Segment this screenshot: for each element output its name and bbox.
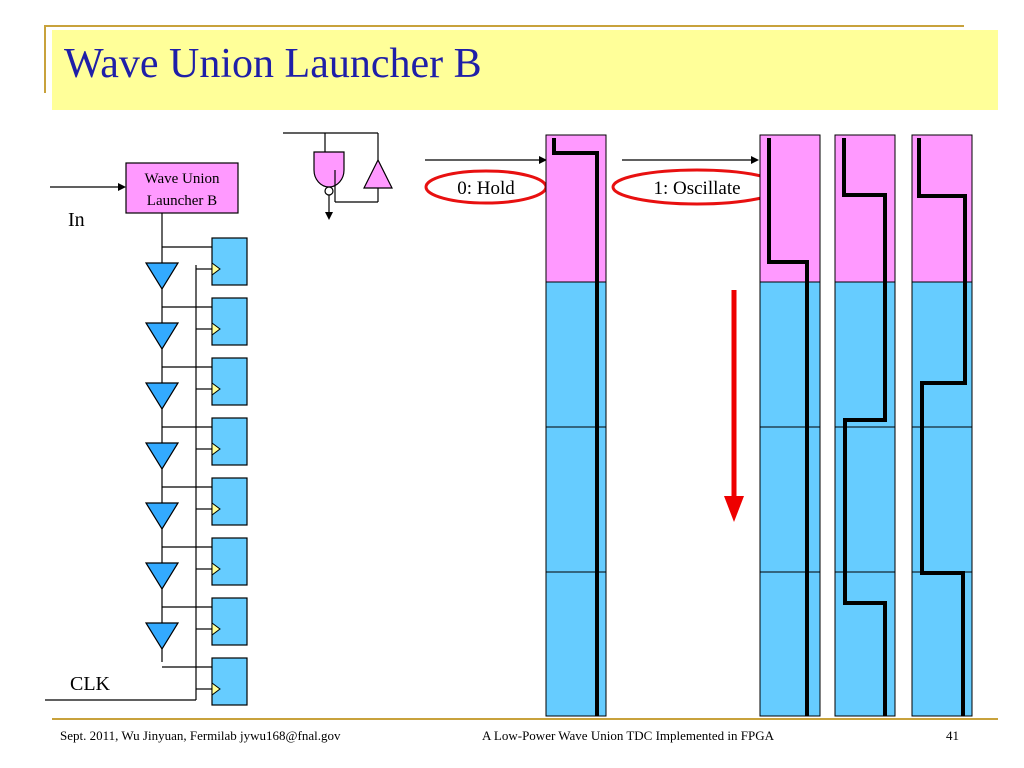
launcher-b-label-line1: Wave Union (144, 171, 220, 187)
wave-trace (917, 138, 967, 716)
flip-flop-4 (211, 417, 248, 466)
title-bar (52, 30, 998, 110)
launcher-b-block: Wave Union Launcher B In (50, 162, 239, 231)
wave-trace (767, 138, 809, 716)
launcher-segment (911, 134, 973, 283)
delay-line-segment (759, 281, 821, 717)
column-oscillate-3 (911, 134, 973, 717)
clock-input-marker-4 (211, 442, 221, 456)
launcher-b-label-line2: Launcher B (147, 193, 217, 209)
clock-input-marker-3 (211, 382, 221, 396)
hold-label: 0: Hold (457, 178, 515, 199)
flip-flop-6 (211, 537, 248, 586)
flip-flop-2 (211, 297, 248, 346)
title-frame-left-line (44, 25, 46, 93)
delay-buffer-3 (144, 382, 180, 411)
launcher-logic-symbol (283, 132, 393, 220)
delay-buffer-5 (144, 502, 180, 531)
delay-buffer-7 (144, 622, 180, 651)
clock-input-marker-7 (211, 622, 221, 636)
page-number: 41 (946, 728, 959, 743)
clock-input-marker-6 (211, 562, 221, 576)
title-frame-top-line (44, 25, 964, 27)
delay-buffer-6 (144, 562, 180, 591)
column-oscillate-2 (834, 134, 896, 717)
propagation-arrow-head (724, 496, 744, 522)
footer-author: Sept. 2011, Wu Jinyuan, Fermilab jywu168… (60, 728, 341, 743)
in-label: In (68, 209, 85, 231)
delay-buffer-1 (144, 262, 180, 291)
flip-flop-1 (211, 237, 248, 286)
oscillate-arrow-head (751, 156, 759, 164)
buffer-triangle-symbol (363, 158, 393, 189)
clk-label: CLK (70, 673, 111, 695)
delay-chain (144, 237, 248, 706)
nand-gate-symbol (313, 151, 345, 188)
clock-input-marker-1 (211, 262, 221, 276)
in-arrow-head (118, 183, 126, 191)
footer-talk-title: A Low-Power Wave Union TDC Implemented i… (482, 728, 775, 743)
delay-buffer-4 (144, 442, 180, 471)
clock-input-marker-8 (211, 682, 221, 696)
hold-arrow-head (539, 156, 547, 164)
flip-flop-5 (211, 477, 248, 526)
delay-buffer-2 (144, 322, 180, 351)
wave-trace (552, 138, 599, 716)
slide-title: Wave Union Launcher B (64, 41, 482, 87)
oscillate-label: 1: Oscillate (653, 178, 740, 199)
clock-input-marker-2 (211, 322, 221, 336)
flip-flop-7 (211, 597, 248, 646)
launcher-b-box (125, 162, 239, 214)
footer-line (52, 718, 998, 720)
flip-flop-3 (211, 357, 248, 406)
waveform-columns (545, 134, 973, 717)
flip-flop-8 (211, 657, 248, 706)
column-oscillate-1 (759, 134, 821, 717)
wave-trace (842, 138, 887, 716)
column-hold (545, 134, 607, 717)
nand-inversion-bubble (324, 186, 334, 196)
clock-input-marker-5 (211, 502, 221, 516)
